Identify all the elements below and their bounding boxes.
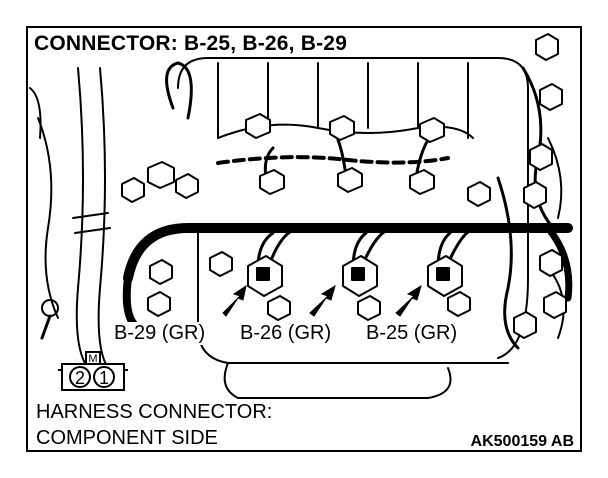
arrow-b25 (395, 284, 422, 317)
arrow-b29 (222, 284, 247, 317)
engine-harness-illustration (29, 33, 573, 399)
label-b26: B-26 (GR) (238, 322, 334, 345)
arrow-b26 (309, 284, 336, 317)
diagram-frame: CONNECTOR: B-25, B-26, B-29 B-29 (GR) B-… (26, 26, 582, 452)
manifold-outline (177, 57, 529, 359)
connector-pin-symbol: M 2 1 (58, 351, 128, 391)
harness-caption-line-1: HARNESS CONNECTOR: (36, 401, 273, 423)
pin-symbol-header: M (88, 353, 97, 365)
label-b29: B-29 (GR) (112, 322, 208, 345)
page-title: CONNECTOR: B-25, B-26, B-29 (34, 32, 348, 55)
label-b25: B-25 (GR) (364, 322, 460, 345)
harness-caption-line-2: COMPONENT SIDE (36, 427, 218, 449)
figure-code: AK500159 AB (470, 433, 574, 450)
pin-2: 2 (75, 368, 85, 388)
pin-1: 1 (99, 368, 109, 388)
